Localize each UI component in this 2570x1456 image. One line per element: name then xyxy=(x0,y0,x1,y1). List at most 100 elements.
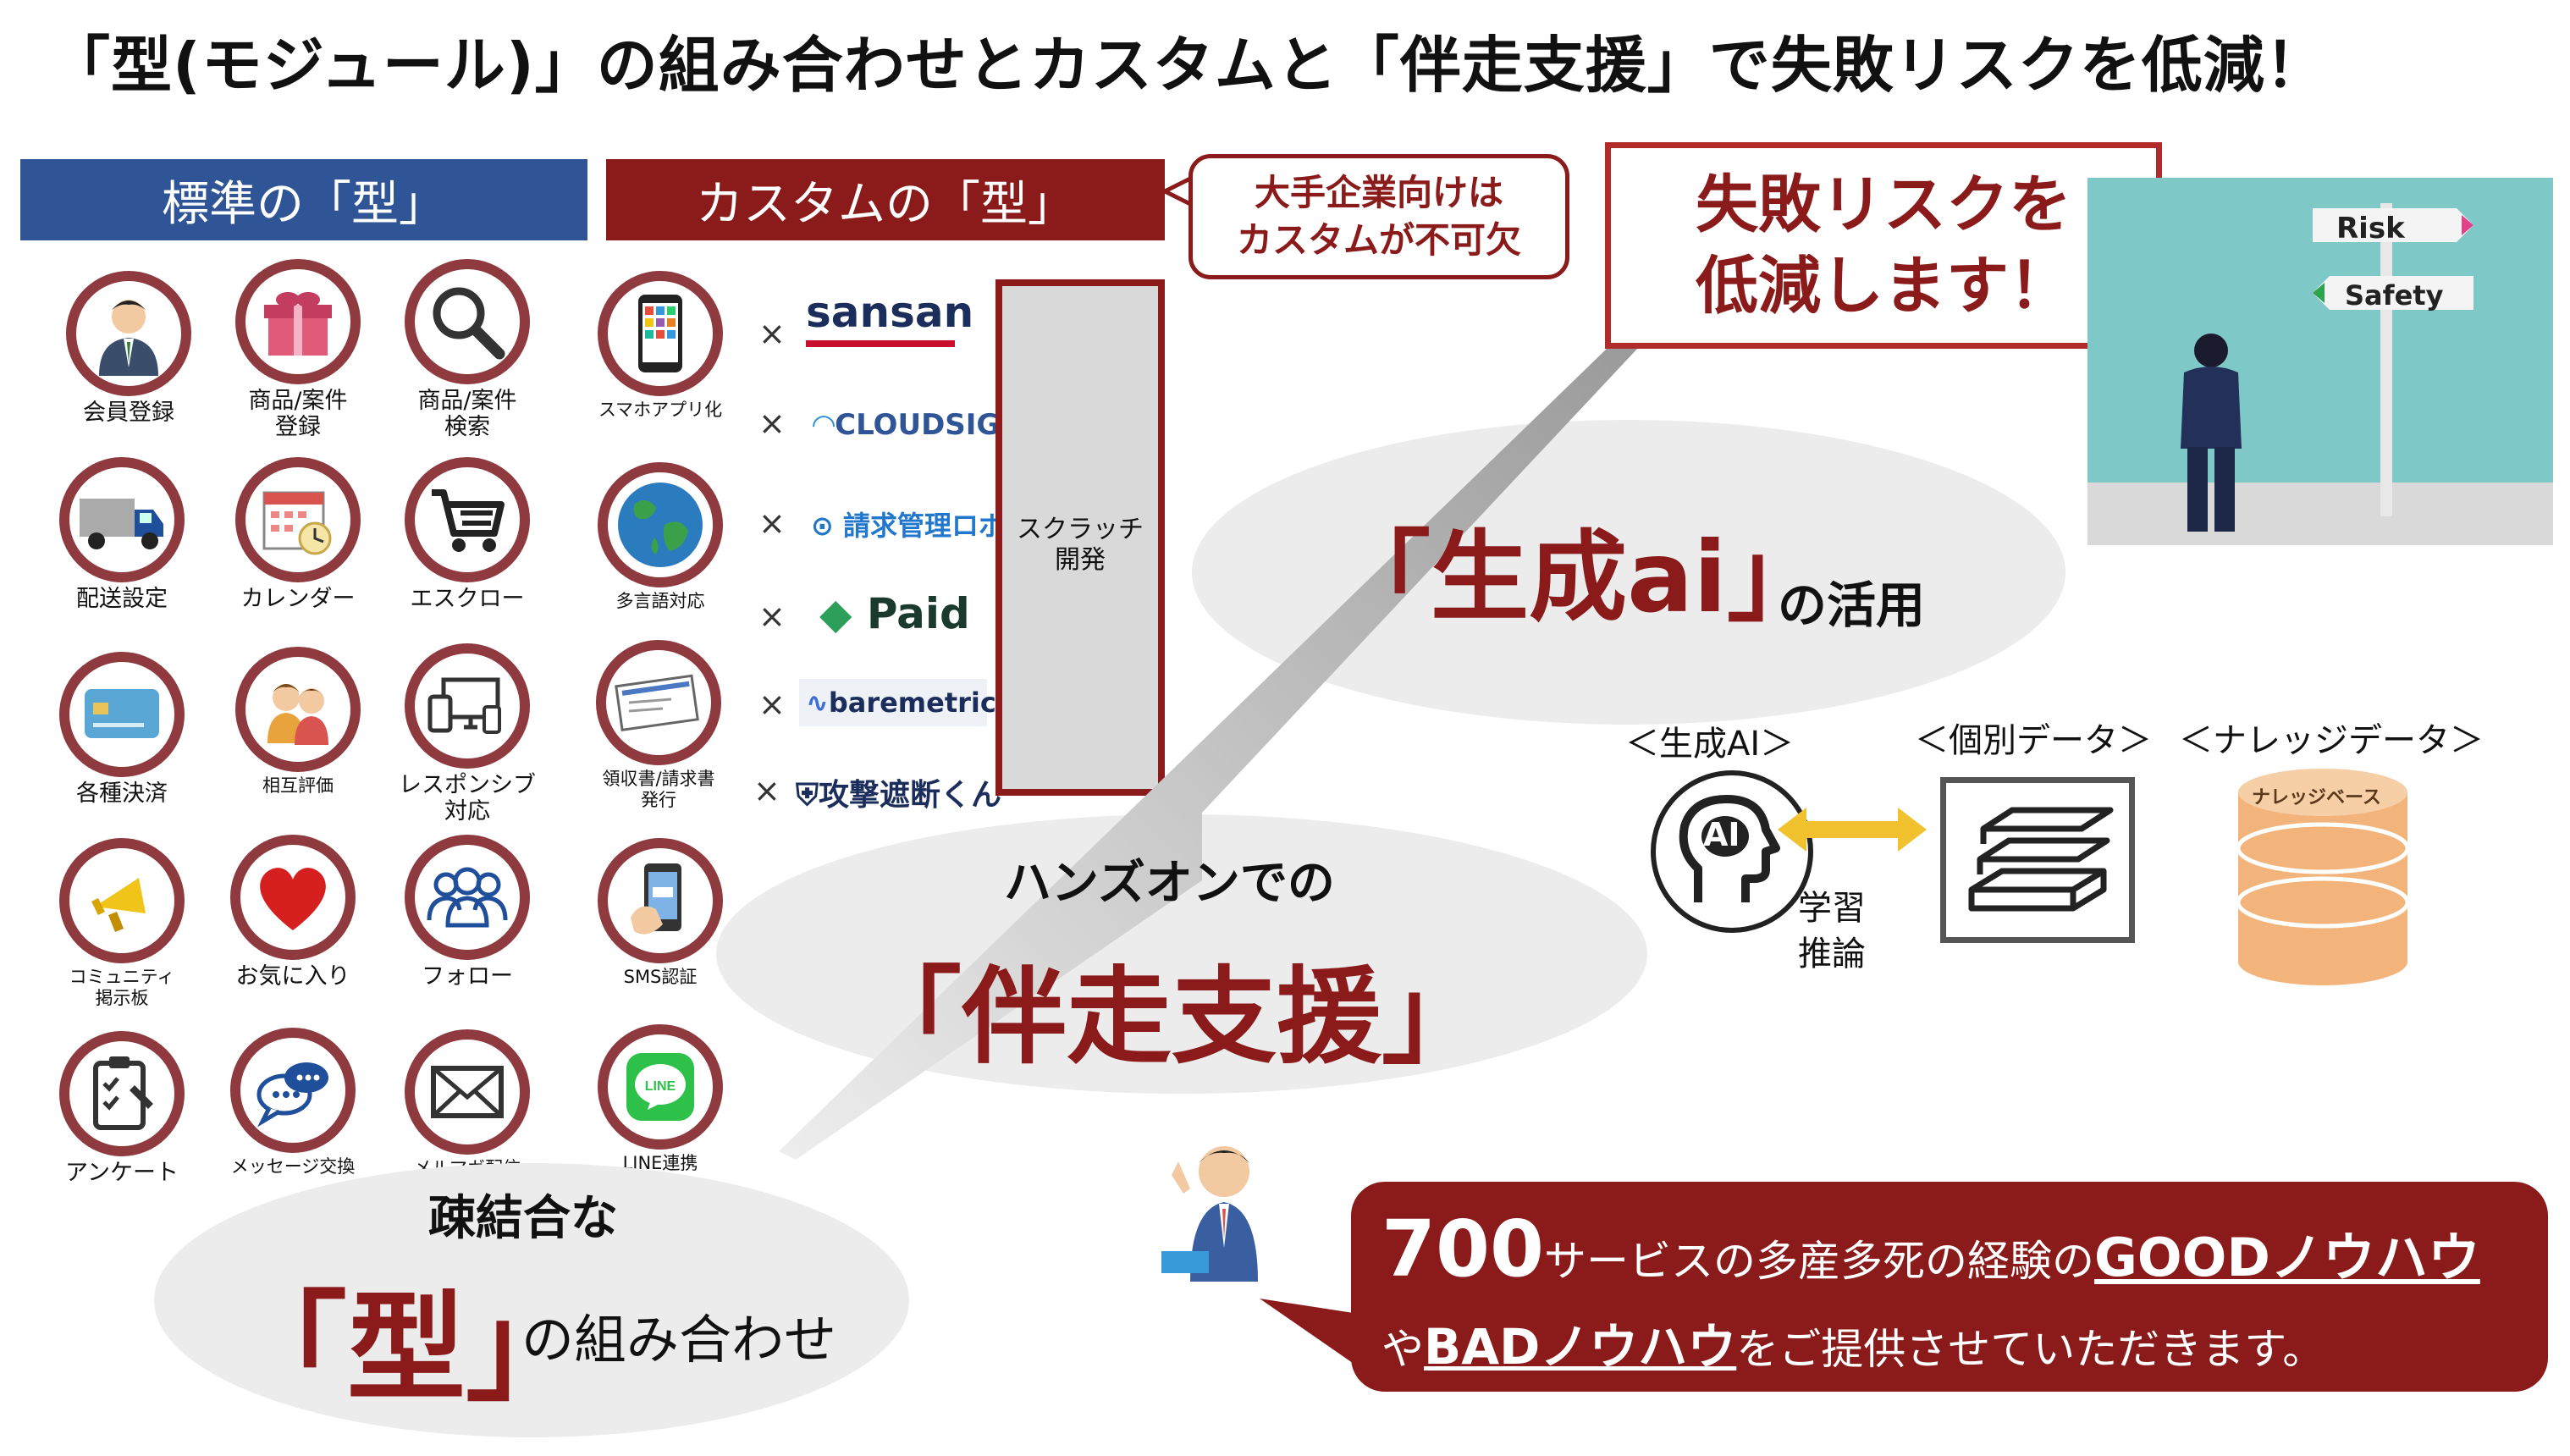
standard-type-header: 標準の「型」 xyxy=(20,159,587,240)
cloudsign-logo: ◠CLOUDSIGN xyxy=(813,408,1024,442)
cloudsign-mark-icon: ◠ xyxy=(813,408,836,442)
ai-head-icon: AI xyxy=(1651,770,1813,933)
risk-reduction-box: 失敗リスクを 低減します！ xyxy=(1605,142,2162,349)
module-sms-auth: SMS認証 xyxy=(576,838,745,988)
ai-badge: AI xyxy=(1703,816,1740,853)
double-arrow-icon xyxy=(1778,808,1927,852)
callout-line1: 大手企業向けは xyxy=(1254,172,1503,213)
module-message-exchange: メッセージ交換 xyxy=(208,1028,378,1177)
module-favorites: お気に入り xyxy=(208,835,378,990)
gen-ai-suffix: の活用 xyxy=(1778,576,1926,634)
gen-ai-label: ＜生成AI＞ xyxy=(1625,725,1795,764)
knowledge-base-label: ナレッジベース xyxy=(2252,787,2381,808)
module-mutual-review: 相互評価 xyxy=(213,647,383,797)
shield-icon: ⛨ xyxy=(796,778,819,813)
module-newsletter: メルマガ配信 xyxy=(383,1029,552,1179)
globe-icon xyxy=(598,462,723,587)
custom-type-header: カスタムの「型」 xyxy=(606,159,1165,240)
cart-icon xyxy=(405,457,530,582)
signpost-signs xyxy=(2313,208,2473,310)
bubble-line1: 700サービスの多産多死の経験のGOODノウハウ xyxy=(1382,1204,2480,1294)
callout-line2: カスタムが不可欠 xyxy=(1236,219,1521,261)
chat-icon xyxy=(230,1028,356,1153)
clipboard-icon xyxy=(59,1031,185,1156)
module-survey: アンケート xyxy=(37,1031,207,1186)
bad-knowhow: BADノウハウ xyxy=(1424,1318,1737,1376)
module-responsive: レスポンシブ 対応 xyxy=(383,643,552,825)
module-shipping-settings: 配送設定 xyxy=(37,457,207,612)
speech-bubble-tail xyxy=(1260,1299,1370,1375)
rising-arrow-shape xyxy=(779,347,1639,1160)
heart-icon xyxy=(230,835,356,960)
devices-icon xyxy=(405,643,530,769)
invoice-robo-logo: ⊙ 請求管理ロボ xyxy=(811,510,1006,542)
bubble-text1: サービスの多産多死の経験の xyxy=(1544,1237,2095,1286)
page-title: 「型(モジュール)」の組み合わせとカスタムと「伴走支援」で失敗リスクを低減！ xyxy=(49,30,2327,101)
gen-ai-ellipse xyxy=(1192,420,2065,725)
businessman-icon xyxy=(66,271,191,396)
robot-icon: ⊙ xyxy=(811,510,834,542)
module-receipt-invoice: 領収書/請求書 発行 xyxy=(574,640,743,811)
module-member-registration: 会員登録 xyxy=(44,271,213,426)
baremetrics-mark-icon: ∿ xyxy=(806,687,829,719)
bubble-line2: やBADノウハウをご提供させていただきます。 xyxy=(1382,1307,2325,1378)
times-symbol: × xyxy=(758,598,786,635)
module-escrow: エスクロー xyxy=(383,457,552,612)
services-count: 700 xyxy=(1382,1204,1545,1294)
svg-text:LINE: LINE xyxy=(645,1079,676,1094)
sansan-logo: sansan xyxy=(806,288,974,337)
bubble-text3: をご提供させていただきます。 xyxy=(1736,1325,2325,1374)
module-calendar: カレンダー xyxy=(213,457,383,612)
calendar-icon xyxy=(235,457,361,582)
learn-label: 学習 xyxy=(1798,889,1866,928)
sign-risk: Risk xyxy=(2336,212,2405,245)
module-line-integration: LINE LINE連携 xyxy=(576,1024,745,1174)
gen-ai-heading: 「生成ai」 xyxy=(1332,521,1826,635)
presenter-icon xyxy=(1161,1146,1258,1282)
individual-data-label: ＜個別データ＞ xyxy=(1915,721,2152,760)
risk-safety-photo: Risk Safety xyxy=(2087,178,2553,545)
knowledge-data-label: ＜ナレッジデータ＞ xyxy=(2179,721,2484,760)
sign-safety: Safety xyxy=(2345,279,2444,312)
custom-required-callout: 大手企業向けは カスタムが不可欠 xyxy=(1188,154,1569,279)
module-product-search: 商品/案件 検索 xyxy=(383,259,552,440)
type-heading: 「型」 xyxy=(229,1280,585,1418)
database-icon xyxy=(2236,769,2410,985)
loose-coupling-prefix: 疎結合な xyxy=(428,1191,618,1246)
smartphone-icon xyxy=(598,271,723,396)
times-symbol: × xyxy=(758,505,786,542)
sansan-underline xyxy=(806,340,955,347)
knowhow-speech-bubble: 700サービスの多産多死の経験のGOODノウハウ やBADノウハウをご提供させて… xyxy=(1351,1182,2548,1392)
handson-prefix: ハンズオンでの xyxy=(1004,856,1335,911)
times-symbol: × xyxy=(758,315,786,352)
risk-line1: 失敗リスクを xyxy=(1696,168,2071,241)
good-knowhow: GOODノウハウ xyxy=(2094,1227,2480,1288)
times-symbol: × xyxy=(753,772,780,809)
sms-phone-icon xyxy=(598,838,723,963)
paid-logo: ◆ Paid xyxy=(819,589,970,638)
line-icon: LINE xyxy=(598,1024,723,1150)
gift-box-icon xyxy=(235,259,361,384)
envelope-icon xyxy=(405,1029,530,1155)
businessman-back-icon xyxy=(2181,334,2242,532)
two-people-icon xyxy=(235,647,361,772)
module-product-registration: 商品/案件 登録 xyxy=(213,259,383,440)
books-icon xyxy=(1940,777,2135,943)
module-multilingual: 多言語対応 xyxy=(576,462,745,612)
combination-suffix: の組み合わせ xyxy=(521,1309,837,1371)
times-symbol: × xyxy=(758,686,786,723)
module-smartphone-app: スマホアプリ化 xyxy=(576,271,745,421)
paid-mark-icon: ◆ xyxy=(819,589,852,638)
bubble-text2: や xyxy=(1382,1325,1424,1374)
times-symbol: × xyxy=(758,405,786,442)
kougeki-shadan-logo: ⛨攻撃遮断くん xyxy=(796,778,1002,813)
credit-card-icon xyxy=(59,652,185,777)
floor xyxy=(2087,483,2553,545)
risk-line2: 低減します！ xyxy=(1696,250,2071,323)
receipt-icon xyxy=(596,640,721,765)
handson-heading: 「伴走支援」 xyxy=(857,957,1487,1078)
megaphone-icon xyxy=(59,838,185,963)
truck-icon xyxy=(59,457,185,582)
magnifier-icon xyxy=(405,259,530,384)
module-payments: 各種決済 xyxy=(37,652,207,807)
